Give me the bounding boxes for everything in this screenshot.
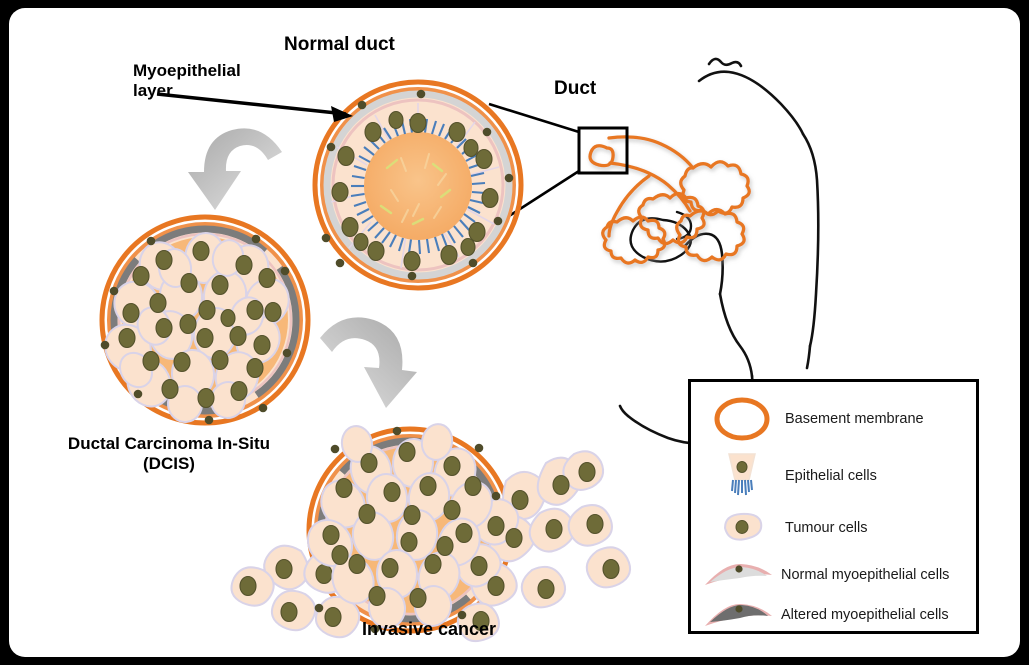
page-title-normal-duct: Normal duct [284,34,395,55]
legend-item-altered-myoepithelial: Altered myoepithelial cells [695,598,949,632]
myoepithelial-nuclei [321,89,514,281]
legend-label-altered-myoepithelial: Altered myoepithelial cells [781,607,949,623]
invasive-escaping-nuclei [239,461,620,632]
legend-item-epithelial-cells: Epithelial cells [699,450,877,502]
invasive-cancer-cross-section [230,423,632,643]
legend: Basement membrane [688,379,979,634]
arrow-dcis-to-invasive [320,317,417,408]
epithelial-cell-icon [699,450,785,502]
normal-duct-cross-section [312,79,524,291]
duct-tree-sketch [588,135,751,265]
invasive-myoepithelial-nuclei [314,426,501,634]
invasive-interior-nuclei [322,441,482,609]
legend-label-basement-membrane: Basement membrane [785,411,924,427]
basement-membrane-ring-icon [699,396,785,442]
label-dcis: Ductal Carcinoma In-Situ (DCIS) [67,434,271,474]
epithelial-nuclei [331,110,499,272]
tumour-cell-icon [699,508,785,548]
arrow-normal-to-dcis [188,128,282,210]
duct-callout-box [577,126,629,175]
label-invasive-cancer: Invasive cancer [361,619,497,639]
legend-label-epithelial-cells: Epithelial cells [785,468,877,484]
dcis-cross-section [99,214,311,426]
figure-canvas: Normal duct Myoepithelial layer Duct Duc… [9,8,1020,657]
label-myoepithelial-layer: Myoepithelial layer [133,61,241,101]
legend-label-normal-myoepithelial: Normal myoepithelial cells [781,567,950,583]
altered-myoepithelial-cell-icon [695,598,781,632]
legend-item-tumour-cells: Tumour cells [699,508,867,548]
illustration-layer [99,57,820,643]
legend-item-basement-membrane: Basement membrane [699,396,924,442]
legend-item-normal-myoepithelial: Normal myoepithelial cells [695,558,949,592]
myoepithelial-label-arrow [156,92,353,122]
legend-label-tumour-cells: Tumour cells [785,520,868,536]
dcis-nuclei [118,240,282,409]
dcis-myoepithelial-nuclei [100,234,292,425]
label-duct: Duct [554,78,597,99]
normal-myoepithelial-cell-icon [695,558,781,592]
